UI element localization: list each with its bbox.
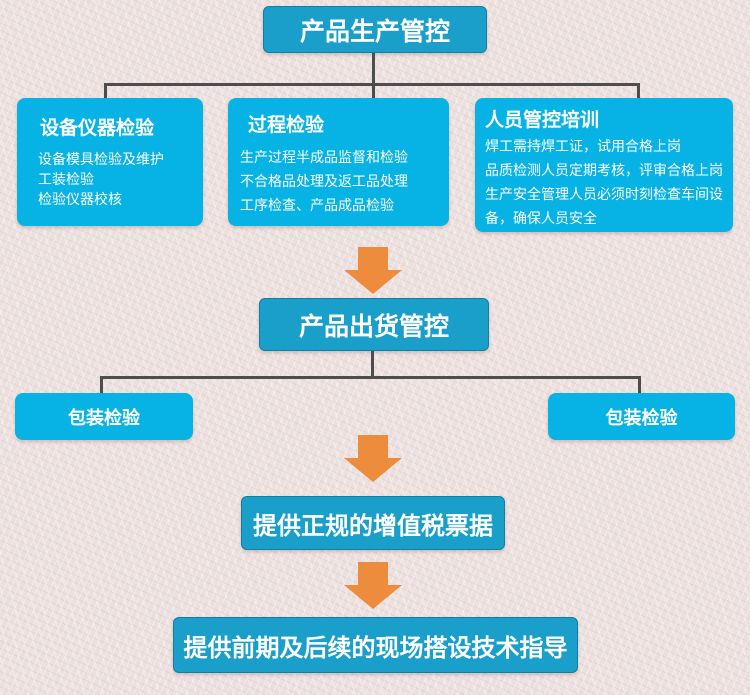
node-packaging-inspection-right: 包装检验 <box>548 393 735 440</box>
connector-ship-right-drop <box>638 376 641 394</box>
branch-item: 不合格品处理及返工品处理 <box>240 173 408 189</box>
branch-item: 工装检验 <box>38 171 94 187</box>
node-onsite-guidance: 提供前期及后续的现场搭设技术指导 <box>173 617 578 673</box>
branch-items: 生产过程半成品监督和检验 不合格品处理及返工品处理 工序检查、产品成品检验 <box>240 145 441 217</box>
node-product-shipment-control: 产品出货管控 <box>259 298 489 351</box>
branch-item: 生产安全管理人员必须时刻检查车间设备，确保人员安全 <box>485 186 723 226</box>
node-equipment-inspection: 设备仪器检验 设备模具检验及维护 工装检验 检验仪器校核 <box>17 98 203 226</box>
branch-item: 设备模具检验及维护 <box>38 151 164 167</box>
down-arrow-icon <box>344 247 402 294</box>
node-packaging-inspection-left: 包装检验 <box>15 393 193 440</box>
connector-top-horizontal <box>104 83 640 86</box>
node-personnel-training: 人员管控培训 焊工需持焊工证，试用合格上岗 品质检测人员定期考核，评审合格上岗 … <box>475 98 733 232</box>
down-arrow-icon <box>344 562 402 609</box>
branch-items: 焊工需持焊工证，试用合格上岗 品质检测人员定期考核，评审合格上岗 生产安全管理人… <box>485 134 725 230</box>
node-process-inspection: 过程检验 生产过程半成品监督和检验 不合格品处理及返工品处理 工序检查、产品成品… <box>228 98 449 226</box>
branch-item: 检验仪器校核 <box>38 191 122 207</box>
branch-item: 工序检查、产品成品检验 <box>240 197 394 213</box>
branch-title: 过程检验 <box>248 115 325 136</box>
branch-item: 焊工需持焊工证，试用合格上岗 <box>485 138 681 154</box>
node-vat-invoice: 提供正规的增值税票据 <box>241 496 505 550</box>
branch-items: 设备模具检验及维护 工装检验 检验仪器校核 <box>38 149 195 209</box>
branch-title: 人员管控培训 <box>485 110 600 131</box>
node-product-production-control: 产品生产管控 <box>263 6 487 53</box>
connector-ship-left-drop <box>100 376 103 394</box>
branch-item: 品质检测人员定期考核，评审合格上岗 <box>485 162 723 178</box>
connector-ship-horizontal <box>100 376 641 379</box>
connector-ship-vertical <box>371 351 374 379</box>
branch-item: 生产过程半成品监督和检验 <box>240 149 408 165</box>
connector-top-vertical <box>372 53 375 98</box>
connector-top-right-drop <box>637 83 640 99</box>
branch-title: 设备仪器检验 <box>40 118 155 139</box>
down-arrow-icon <box>344 435 402 482</box>
connector-top-left-drop <box>104 83 107 99</box>
